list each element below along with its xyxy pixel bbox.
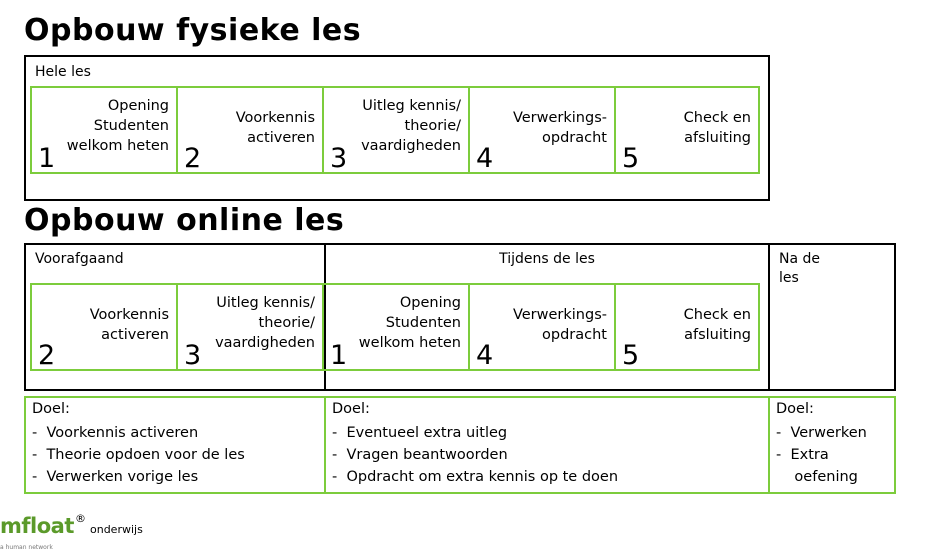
goal-item: - Verwerken bbox=[776, 425, 867, 441]
goal-item: - Voorkennis activeren bbox=[32, 425, 199, 441]
step-number: 2 bbox=[38, 340, 56, 371]
step-number: 1 bbox=[330, 340, 348, 371]
step-text: Verwerkings- opdracht bbox=[512, 110, 607, 146]
step-text: Check en afsluiting bbox=[683, 110, 751, 146]
step-text: Check en afsluiting bbox=[683, 307, 751, 343]
section-label-during: Tijdens de les bbox=[499, 251, 595, 267]
goal-item: oefening bbox=[776, 469, 858, 485]
step-number: 4 bbox=[476, 143, 494, 174]
step-number: 3 bbox=[330, 143, 348, 174]
goal-list: - Voorkennis activeren - Theorie opdoen … bbox=[32, 422, 245, 488]
online-step-processing: Verwerkings- opdracht 4 bbox=[470, 285, 616, 371]
physical-lesson-frame: Hele les bbox=[24, 55, 770, 201]
goal-item: - Opdracht om extra kennis op te doen bbox=[332, 469, 619, 485]
physical-step-opening: Opening Studenten welkom heten 1 bbox=[32, 88, 178, 174]
goal-list: - Eventueel extra uitleg - Vragen beantw… bbox=[332, 422, 618, 488]
goal-box-before: Doel: - Voorkennis activeren - Theorie o… bbox=[24, 396, 326, 494]
step-text: Uitleg kennis/ theorie/ vaardigheden bbox=[215, 295, 315, 351]
step-text: Verwerkings- opdracht bbox=[512, 307, 607, 343]
goal-list: - Verwerken - Extra oefening bbox=[776, 422, 867, 488]
goal-box-after: Doel: - Verwerken - Extra oefening bbox=[768, 396, 896, 494]
logo: mfloat ® onderwijs a human network bbox=[0, 512, 143, 551]
physical-step-prior-knowledge: Voorkennis activeren 2 bbox=[178, 88, 324, 174]
physical-step-closing: Check en afsluiting 5 bbox=[616, 88, 758, 174]
step-number: 3 bbox=[184, 340, 202, 371]
online-step-prior-knowledge: Voorkennis activeren 2 bbox=[32, 285, 178, 371]
logo-tagline: a human network bbox=[0, 544, 53, 551]
physical-steps-row: Opening Studenten welkom heten 1 Voorken… bbox=[30, 86, 760, 174]
goal-title: Doel: bbox=[776, 401, 814, 417]
physical-title: Opbouw fysieke les bbox=[24, 13, 362, 48]
physical-step-processing: Verwerkings- opdracht 4 bbox=[470, 88, 616, 174]
online-step-explanation: Uitleg kennis/ theorie/ vaardigheden 3 bbox=[178, 285, 324, 371]
step-number: 5 bbox=[622, 340, 640, 371]
section-label-whole-lesson: Hele les bbox=[35, 64, 91, 80]
goal-item: - Theorie opdoen voor de les bbox=[32, 447, 245, 463]
logo-brand: mfloat bbox=[0, 514, 74, 538]
step-number: 5 bbox=[622, 143, 640, 174]
goal-item: - Vragen beantwoorden bbox=[332, 447, 508, 463]
goal-title: Doel: bbox=[332, 401, 370, 417]
goal-box-during: Doel: - Eventueel extra uitleg - Vragen … bbox=[324, 396, 770, 494]
step-number: 4 bbox=[476, 340, 494, 371]
section-label-after: Na de les bbox=[779, 251, 821, 286]
step-text: Uitleg kennis/ theorie/ vaardigheden bbox=[361, 98, 461, 154]
step-number: 2 bbox=[184, 143, 202, 174]
physical-step-explanation: Uitleg kennis/ theorie/ vaardigheden 3 bbox=[324, 88, 470, 174]
goal-title: Doel: bbox=[32, 401, 70, 417]
logo-subtitle: onderwijs bbox=[90, 523, 143, 536]
online-title: Opbouw online les bbox=[24, 203, 345, 238]
step-text: Voorkennis activeren bbox=[89, 307, 169, 343]
goal-item: - Eventueel extra uitleg bbox=[332, 425, 508, 441]
online-step-opening: Opening Studenten welkom heten 1 bbox=[324, 285, 470, 371]
step-text: Opening Studenten welkom heten bbox=[66, 98, 169, 154]
online-steps-row: Voorkennis activeren 2 Uitleg kennis/ th… bbox=[30, 283, 760, 371]
online-step-closing: Check en afsluiting 5 bbox=[616, 285, 758, 371]
step-text: Opening Studenten welkom heten bbox=[358, 295, 461, 351]
goal-item: - Verwerken vorige les bbox=[32, 469, 199, 485]
logo-registered-mark: ® bbox=[75, 512, 86, 525]
section-label-before: Voorafgaand bbox=[35, 251, 124, 267]
online-after-frame: Na de les bbox=[768, 243, 896, 391]
goal-item: - Extra bbox=[776, 447, 829, 463]
step-text: Voorkennis activeren bbox=[235, 110, 315, 146]
step-number: 1 bbox=[38, 143, 56, 174]
